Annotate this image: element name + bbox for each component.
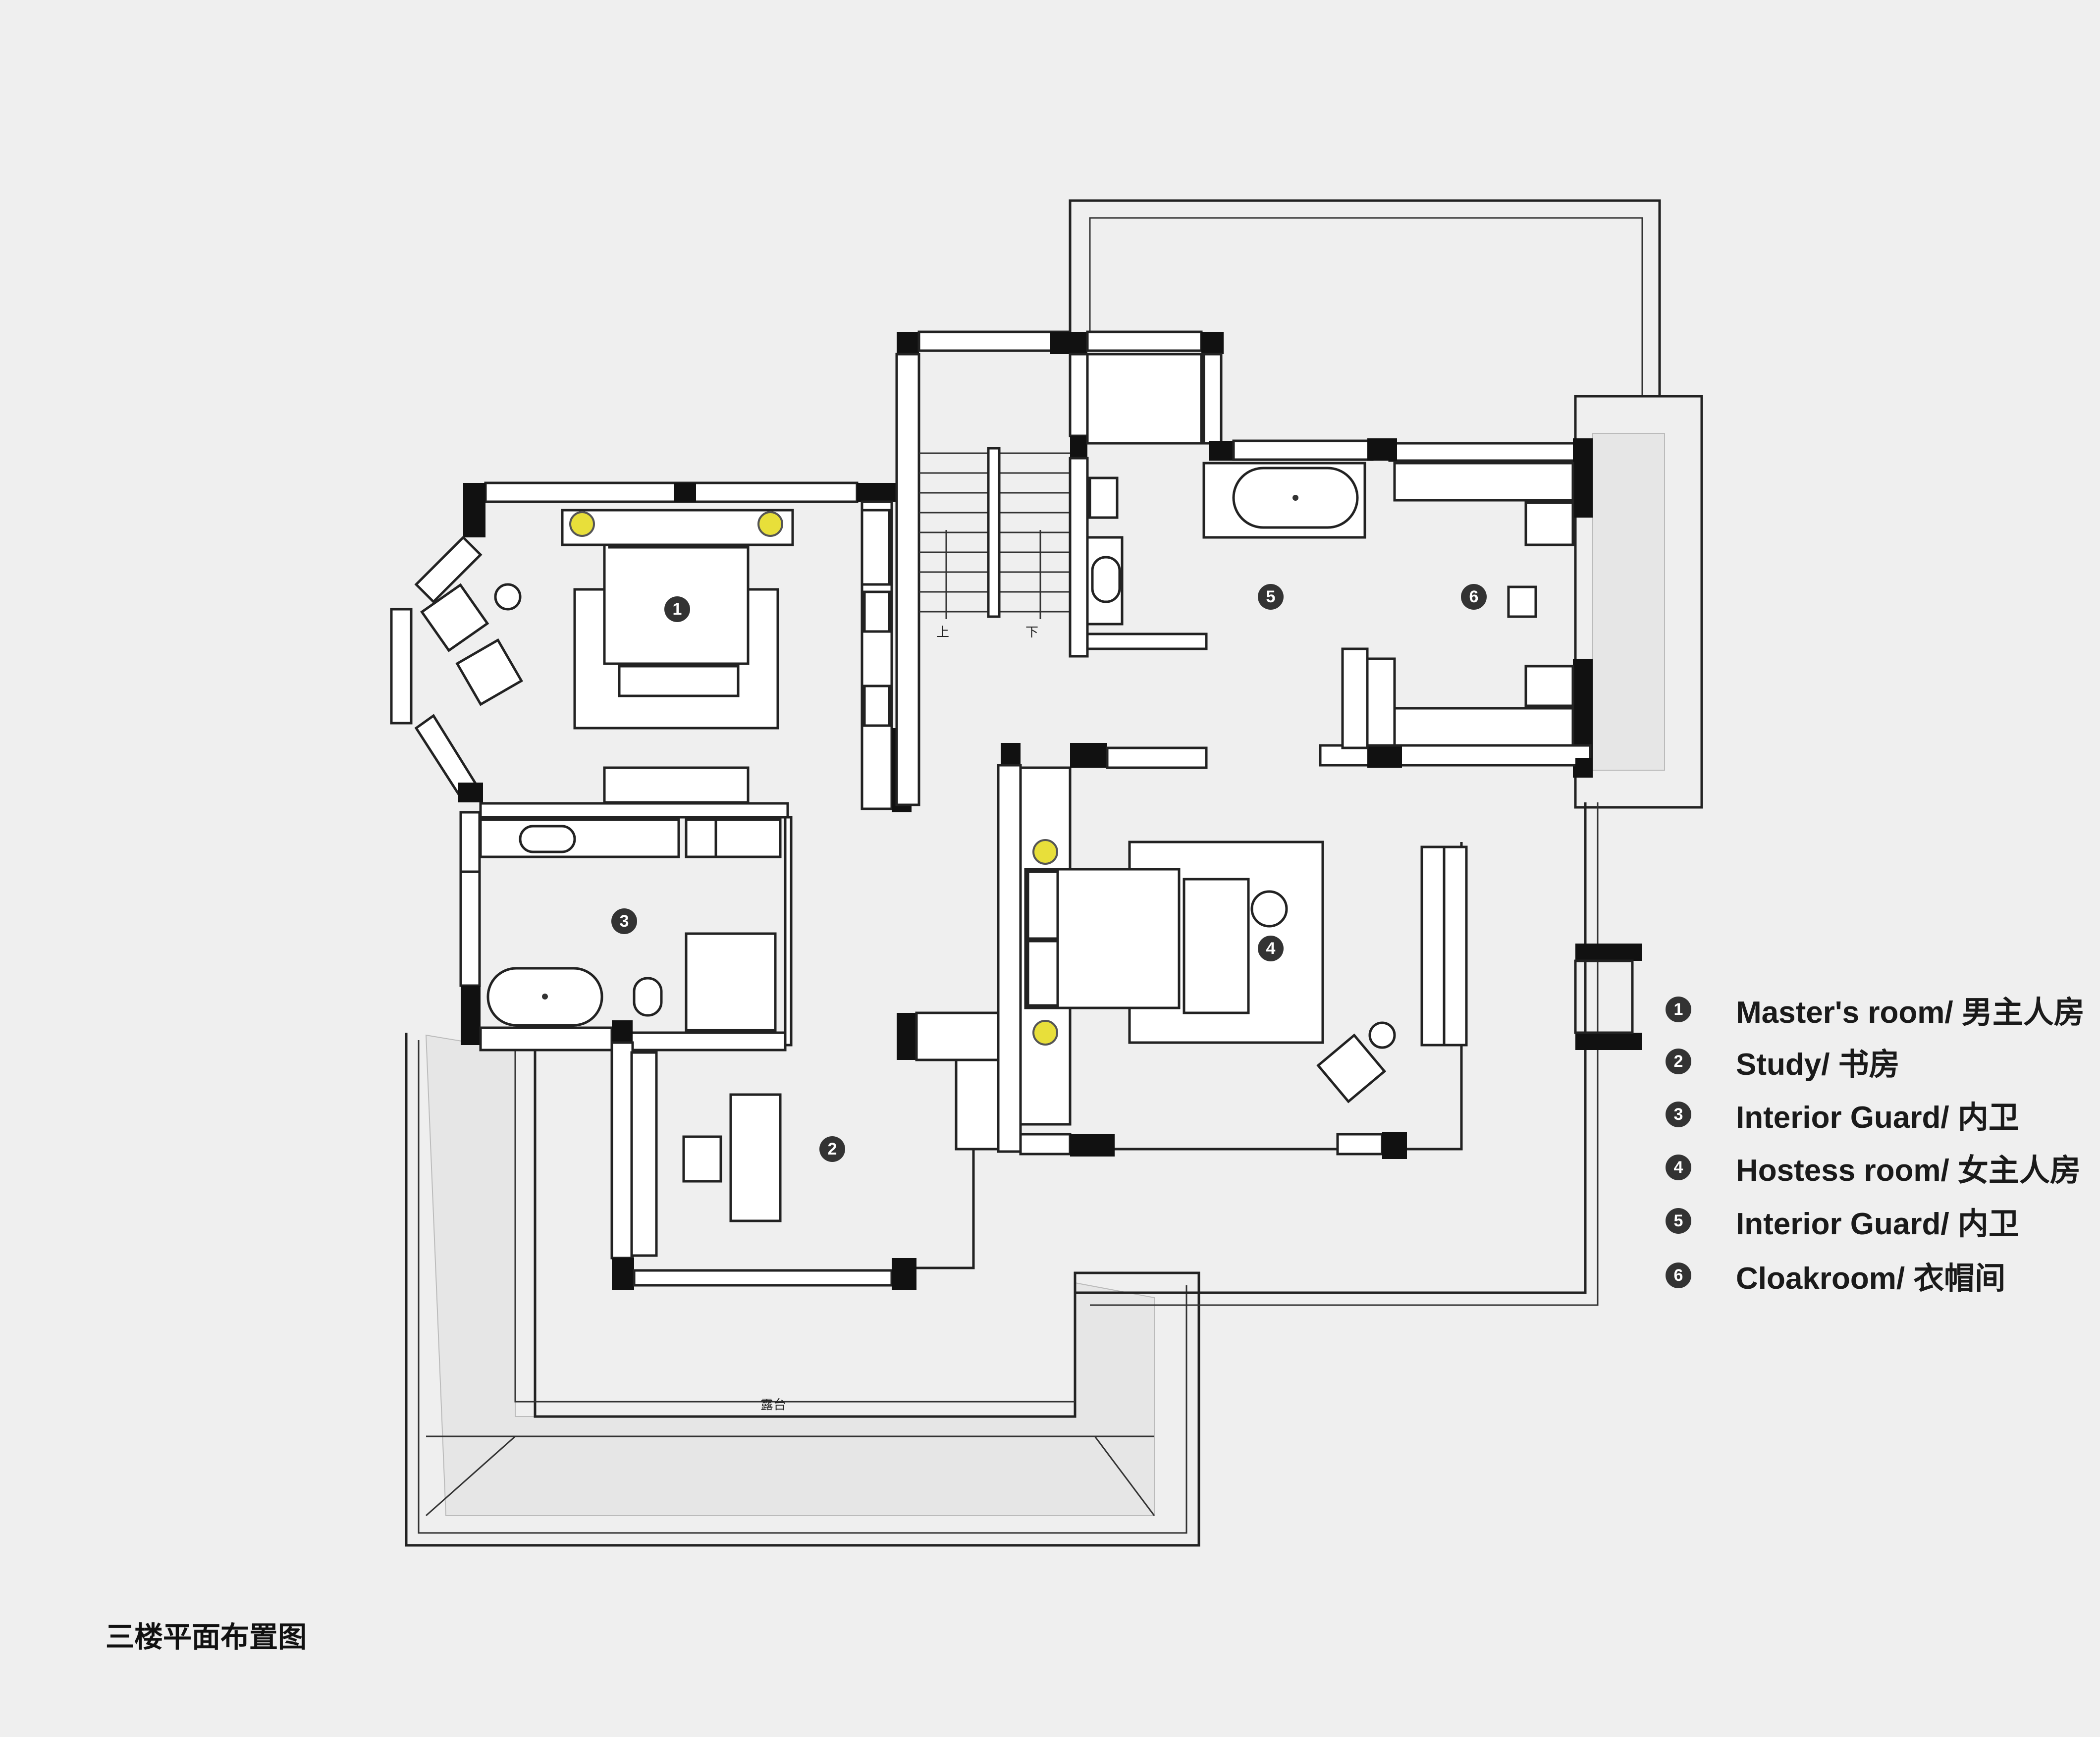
plan-title: 三楼平面布置图 xyxy=(106,1620,307,1654)
bay-window xyxy=(1574,944,1642,1050)
svg-text:6: 6 xyxy=(1469,587,1479,606)
light-icon xyxy=(1032,1020,1058,1046)
legend-label: Cloakroom/ 衣帽间 xyxy=(1736,1262,2006,1296)
roof-terrace-outline xyxy=(1069,199,1703,1306)
hostess-room-furniture xyxy=(1024,839,1396,1104)
master-room-furniture xyxy=(420,509,891,804)
legend-marker: 6 xyxy=(1666,1263,1691,1288)
bath5-fixtures xyxy=(1086,462,1366,626)
stair-down-label: 下 xyxy=(1025,625,1038,639)
svg-text:5: 5 xyxy=(1266,587,1276,606)
svg-text:1: 1 xyxy=(673,600,682,619)
room-marker-4: 4 xyxy=(1258,936,1284,961)
room-marker-5: 5 xyxy=(1258,584,1284,610)
bath3-fixtures xyxy=(479,818,782,1027)
legend-item: 4 Hostess room/ 女主人房 xyxy=(1666,1148,2081,1188)
terrace-label: 露台 xyxy=(760,1397,786,1412)
light-icon xyxy=(569,511,595,537)
light-icon xyxy=(1032,839,1058,865)
room-marker-6: 6 xyxy=(1461,584,1487,610)
cloakroom-walls xyxy=(1319,438,1593,778)
master-room-walls xyxy=(390,481,912,819)
terrace-area xyxy=(405,1033,1200,1547)
legend-marker: 3 xyxy=(1666,1102,1691,1127)
legend-label: Interior Guard/ 内卫 xyxy=(1736,1207,2019,1241)
svg-text:2: 2 xyxy=(828,1140,837,1158)
legend-marker: 4 xyxy=(1666,1155,1691,1180)
legend-item: 2 Study/ 书房 xyxy=(1666,1042,1900,1082)
legend-marker: 5 xyxy=(1666,1208,1691,1234)
legend-item: 1 Master's room/ 男主人房 xyxy=(1666,990,2085,1030)
bath5-walls xyxy=(1069,330,1390,658)
room-marker-1: 1 xyxy=(664,596,690,622)
legend-marker: 1 xyxy=(1666,997,1691,1022)
svg-text:3: 3 xyxy=(620,912,629,931)
cloakroom-closets xyxy=(1366,462,1574,747)
svg-text:4: 4 xyxy=(1266,939,1276,958)
stair-up-label: 上 xyxy=(936,625,949,639)
legend-item: 3 Interior Guard/ 内卫 xyxy=(1666,1095,2019,1135)
room-marker-2: 2 xyxy=(819,1136,845,1162)
study-furniture xyxy=(682,1093,782,1222)
legend-label: Hostess room/ 女主人房 xyxy=(1736,1154,2081,1188)
legend-item: 5 Interior Guard/ 内卫 xyxy=(1666,1201,2019,1241)
study-walls xyxy=(610,1011,1002,1290)
legend-label: Study/ 书房 xyxy=(1736,1048,1900,1082)
legend-label: Interior Guard/ 内卫 xyxy=(1736,1101,2019,1135)
room-marker-3: 3 xyxy=(611,908,637,934)
legend-label: Master's room/ 男主人房 xyxy=(1736,996,2085,1030)
light-icon xyxy=(757,511,783,537)
legend-item: 6 Cloakroom/ 衣帽间 xyxy=(1666,1256,2006,1296)
stairwell xyxy=(895,330,1072,806)
legend-marker: 2 xyxy=(1666,1049,1691,1074)
